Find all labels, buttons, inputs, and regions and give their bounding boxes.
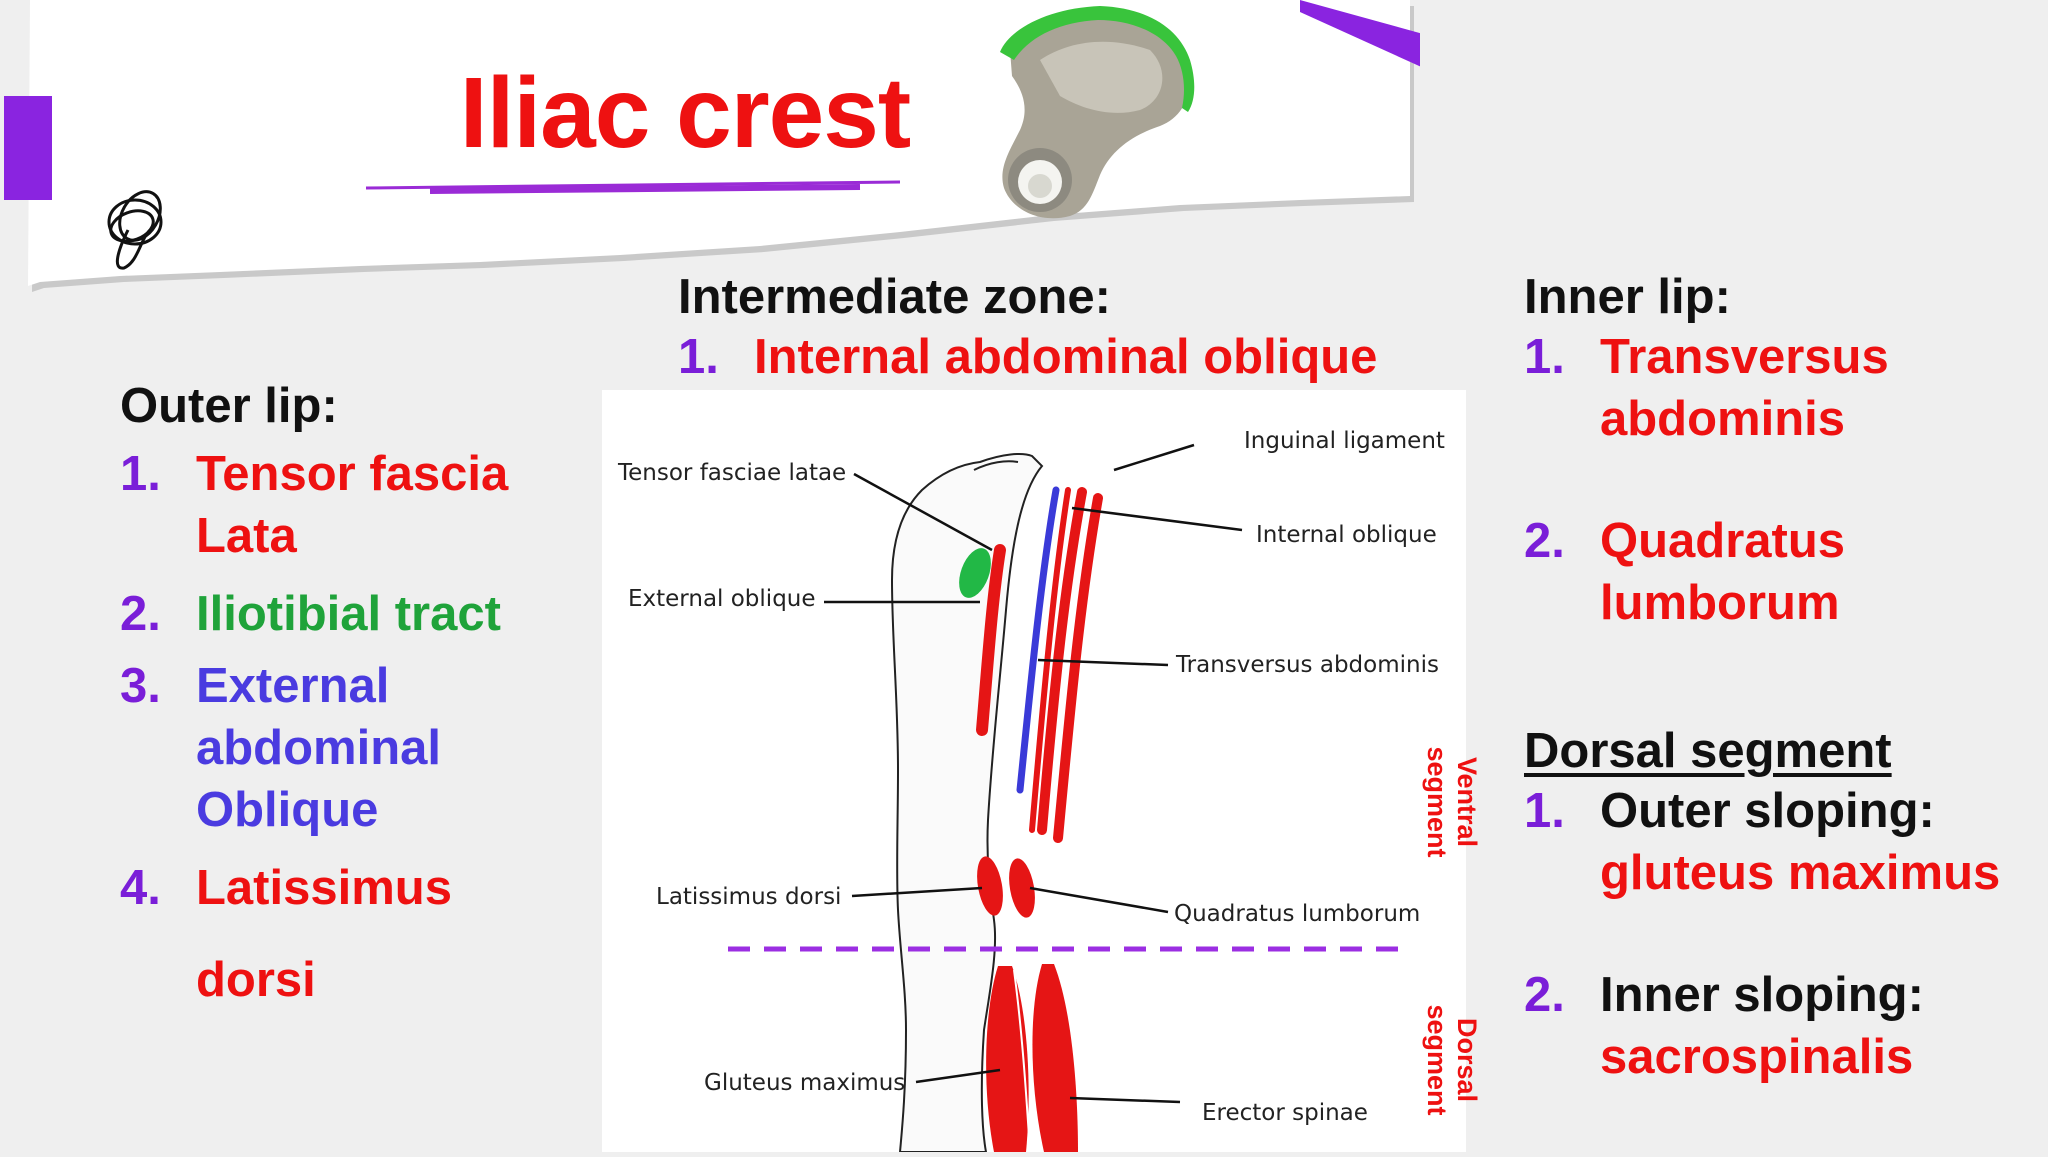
list-number: 1. — [678, 330, 719, 384]
label-gluteus-maximus: Gluteus maximus — [704, 1070, 905, 1096]
list-item: 3. External abdominal Oblique — [120, 655, 580, 841]
list-item: 2. Quadratus lumborum — [1524, 510, 2044, 634]
intermediate-zone: Intermediate zone: 1. Internal abdominal… — [678, 268, 1438, 388]
tfl-muscle — [959, 548, 991, 598]
dorsal-segment-column: Dorsal segment 1. Outer sloping: gluteus… — [1524, 722, 2048, 1088]
ventral-segment-label: Ventral segment — [1422, 746, 1482, 858]
item-text: abdominal — [196, 721, 442, 775]
list-number: 2. — [120, 587, 161, 641]
list-number: 1. — [1524, 330, 1565, 384]
item-text: abdominis — [1600, 392, 1846, 446]
page-title: Iliac crest — [459, 57, 911, 169]
label-quadratus-lumborum: Quadratus lumborum — [1174, 901, 1420, 927]
list-item: 1. Transversus abdominis — [1524, 326, 2044, 450]
outer-lip-column: Outer lip: 1. Tensor fascia Lata 2. Ilio… — [120, 377, 580, 1011]
list-number: 3. — [120, 659, 161, 713]
inner-lip-heading: Inner lip: — [1524, 270, 1731, 324]
label-external-oblique: External oblique — [628, 586, 816, 612]
list-item: 4. Latissimus dorsi — [120, 857, 580, 1011]
item-text: Quadratus — [1600, 514, 1846, 568]
transversus-muscle — [1053, 493, 1103, 843]
latissimus-muscle — [977, 856, 1003, 916]
list-item: 1. Internal abdominal oblique — [678, 326, 1438, 388]
item-value: sacrospinalis — [1600, 1030, 1914, 1084]
item-text: Internal abdominal oblique — [754, 330, 1378, 384]
item-text: Transversus — [1600, 330, 1889, 384]
title-banner — [4, 0, 1420, 292]
item-text: Oblique — [196, 783, 379, 837]
internal-oblique-marker — [1016, 486, 1060, 794]
list-number: 2. — [1524, 514, 1565, 568]
external-oblique-muscle — [976, 544, 1006, 736]
tape-right — [1300, 0, 1420, 67]
intermediate-heading: Intermediate zone: — [678, 270, 1111, 324]
list-number: 1. — [1524, 784, 1565, 838]
label-internal-oblique: Internal oblique — [1256, 522, 1437, 548]
list-item: 2. Inner sloping: sacrospinalis — [1524, 964, 2048, 1088]
label-transversus-abdominis: Transversus abdominis — [1175, 652, 1439, 678]
iliac-crest-diagram: Inguinal ligament Tensor fasciae latae I… — [602, 390, 1466, 1153]
list-number: 4. — [120, 861, 161, 915]
item-value: gluteus maximus — [1600, 846, 2001, 900]
item-text: lumborum — [1600, 576, 1840, 630]
label-tensor-fasciae-latae: Tensor fasciae latae — [617, 460, 846, 486]
outer-lip-heading: Outer lip: — [120, 379, 338, 433]
list-item: 1. Outer sloping: gluteus maximus — [1524, 780, 2048, 904]
dorsal-segment-heading: Dorsal segment — [1524, 724, 1892, 778]
list-number: 1. — [120, 447, 161, 501]
item-text: External — [196, 659, 390, 713]
erector-muscle — [1032, 964, 1078, 1152]
list-item: 2. Iliotibial tract — [120, 583, 580, 645]
hip-bone-illustration — [1000, 6, 1195, 219]
item-text: Iliotibial tract — [196, 587, 501, 641]
scribble-logo — [107, 190, 163, 270]
list-item: 1. Tensor fascia Lata — [120, 443, 580, 567]
label-latissimus-dorsi: Latissimus dorsi — [656, 884, 841, 910]
label-erector-spinae: Erector spinae — [1202, 1100, 1368, 1126]
item-text: Lata — [196, 509, 297, 563]
item-text: Latissimus — [196, 861, 452, 915]
list-number: 2. — [1524, 968, 1565, 1022]
item-label: Outer sloping: — [1600, 784, 1935, 838]
item-text: Tensor fascia — [196, 447, 509, 501]
dorsal-segment-label: Dorsal segment — [1422, 1004, 1482, 1116]
inner-lip-column: Inner lip: 1. Transversus abdominis 2. Q… — [1524, 268, 2044, 634]
item-label: Inner sloping: — [1600, 968, 1924, 1022]
item-text: dorsi — [196, 953, 316, 1007]
quadratus-muscle — [1009, 858, 1035, 918]
internal-oblique-muscle — [1037, 487, 1087, 835]
tape-left — [4, 96, 52, 200]
label-inguinal-ligament: Inguinal ligament — [1244, 428, 1445, 454]
